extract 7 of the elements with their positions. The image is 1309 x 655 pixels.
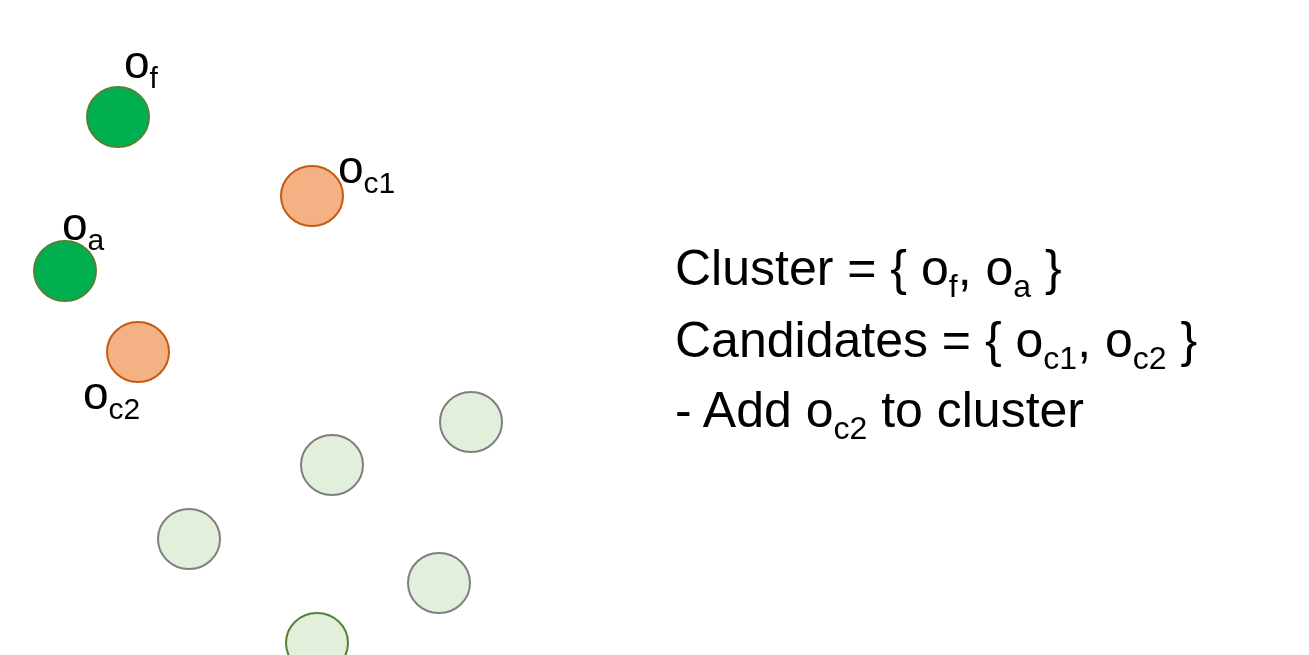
point-label: o$_{a}$ bbox=[62, 201, 105, 255]
set-text: Candidates = { o$_{c1}$, o$_{c2}$ } bbox=[675, 315, 1198, 374]
set-text: - Add o$_{c2}$ to cluster bbox=[675, 385, 1084, 444]
point-label: o$_{c2}$ bbox=[83, 370, 141, 424]
point-label: o$_{c1}$ bbox=[338, 144, 396, 198]
point-label: o$_{f}$ bbox=[124, 39, 158, 93]
set-text: Cluster = { o$_{f}$, o$_{a}$ } bbox=[675, 243, 1062, 302]
